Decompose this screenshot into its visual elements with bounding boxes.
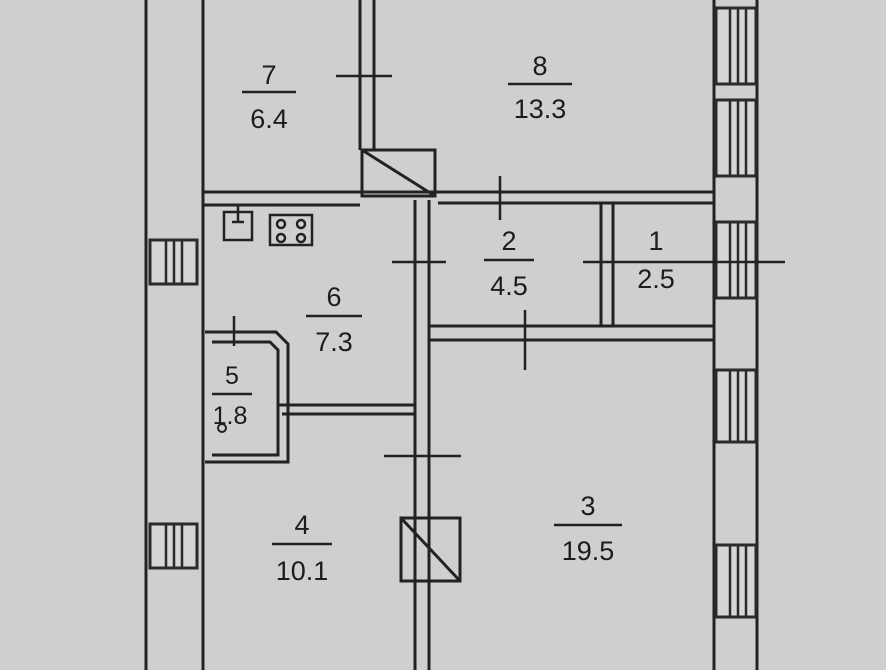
vent-shaft-lower (399, 516, 462, 583)
stove-icon (268, 213, 314, 247)
room-4-label: 4 10.1 (272, 510, 332, 586)
toilet-icon (217, 423, 227, 433)
room-2-number: 2 (501, 226, 516, 256)
room-6-number: 6 (326, 282, 341, 312)
room-1-number: 1 (648, 226, 663, 256)
room-6-label: 6 7.3 (306, 282, 362, 357)
room-5-area: 1.8 (213, 402, 248, 430)
vent-shaft-top (360, 148, 437, 198)
room-2-area: 4.5 (490, 271, 528, 301)
room-3-number: 3 (580, 491, 595, 521)
interior-walls (203, 0, 714, 670)
room-5-number: 5 (225, 362, 239, 390)
room-4-number: 4 (294, 510, 309, 540)
room-1-area: 2.5 (637, 264, 675, 294)
room-8-number: 8 (532, 51, 547, 81)
window-right-top (714, 6, 758, 86)
room-7-number: 7 (261, 60, 276, 90)
window-right-fourth (714, 368, 758, 444)
window-right-second (714, 98, 758, 178)
room-6-area: 7.3 (315, 327, 353, 357)
room-8-area: 13.3 (514, 94, 567, 124)
door-marks (232, 74, 785, 458)
window-right-third (714, 220, 758, 300)
room-4-area: 10.1 (276, 556, 329, 586)
room-5-label: 5 1.8 (212, 362, 252, 430)
window-left-upper (148, 238, 199, 286)
room-7-area: 6.4 (250, 104, 288, 134)
room-3-label: 3 19.5 (554, 491, 622, 566)
room-8-label: 8 13.3 (508, 51, 572, 124)
window-right-bottom (714, 543, 758, 619)
room-7-label: 7 6.4 (242, 60, 296, 134)
left-exterior-wall (144, 0, 205, 670)
room-2-label: 2 4.5 (484, 226, 534, 301)
room-1-label: 1 2.5 (637, 226, 675, 294)
window-left-lower (148, 522, 199, 570)
sink-icon (222, 206, 254, 242)
room-3-area: 19.5 (562, 536, 615, 566)
